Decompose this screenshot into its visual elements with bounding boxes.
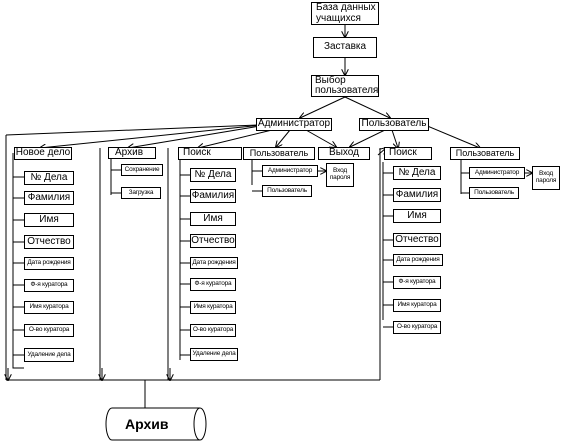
login-admin-role: Пользователь (262, 185, 312, 197)
search-user-field: Фамилия (393, 188, 441, 202)
search-user-field: Ф-я куратора (393, 276, 441, 289)
archive-menu-box: Архив (108, 147, 156, 159)
new-case-field: Имя куратора (24, 301, 74, 314)
search-admin-field: Отчество (190, 234, 236, 248)
users-admin-box: Пользователь (243, 147, 315, 160)
search-admin-box: Поиск (178, 147, 242, 160)
search-admin-field: Ф-я куратора (190, 278, 236, 291)
login-admin-password: Вход пароля (326, 163, 354, 187)
exit-box: Выход (318, 147, 370, 160)
new-case-field: Дата рождения (24, 257, 74, 270)
search-admin-field: Удаление дела (190, 348, 238, 361)
new-case-field: Имя (24, 213, 74, 227)
search-user-field: Дата рождения (393, 254, 443, 266)
login-user-role: Пользователь (469, 187, 519, 199)
search-admin-field: Дата рождения (190, 257, 238, 269)
search-admin-field: Имя (190, 212, 236, 226)
login-user-role: Администратор (469, 167, 525, 179)
new-case-box: Новое дело (14, 147, 72, 160)
archive-db-label: Архив (125, 416, 169, 432)
search-admin-field: О-во куратора (190, 324, 236, 337)
search-user-field: Имя (393, 209, 441, 223)
search-user-field: № Дела (393, 166, 441, 180)
new-case-field: № Дела (24, 171, 74, 185)
splash-box: Заставка (313, 37, 377, 58)
search-admin-field: № Дела (190, 168, 236, 182)
user-box: Пользователь (359, 118, 429, 131)
search-admin-field: Фамилия (190, 189, 236, 203)
new-case-field: Отчество (24, 235, 74, 249)
search-user-field: Отчество (393, 233, 441, 247)
new-case-field: О-во куратора (24, 324, 74, 337)
users-user-box: Пользователь (450, 147, 520, 160)
login-admin-role: Администратор (262, 165, 318, 177)
choose-user-box: Выбор пользователя (311, 75, 379, 97)
new-case-field: Удаление дела (24, 348, 74, 362)
login-user-password: Вход пароля (532, 166, 560, 190)
archive-load: Загрузка (121, 187, 161, 199)
archive-save: Сохранение (121, 164, 163, 176)
search-user-field: О-во куратора (393, 321, 441, 334)
search-admin-field: Имя куратора (190, 301, 236, 314)
new-case-field: Фамилия (24, 191, 74, 205)
admin-box: Администратор (256, 118, 332, 131)
new-case-field: Ф-я куратора (24, 279, 74, 292)
search-user-field: Имя куратора (393, 299, 441, 312)
search-user-box: Поиск (384, 147, 432, 160)
db-title-box: База данных учащихся (311, 2, 379, 25)
